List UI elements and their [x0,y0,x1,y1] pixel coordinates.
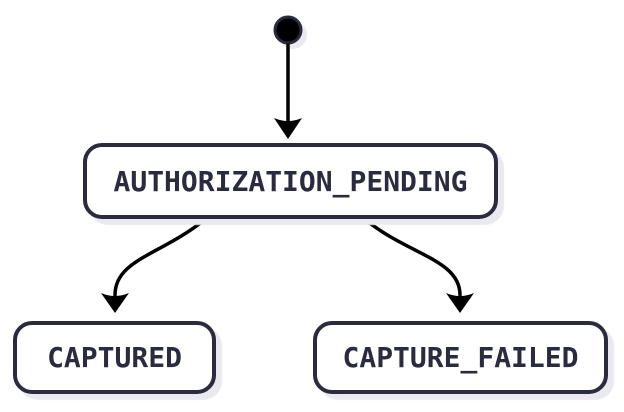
state-node-authorization-pending: AUTHORIZATION_PENDING [83,143,498,219]
arrowhead-icon [446,293,474,313]
arrowhead-icon [101,293,129,313]
state-node-captured: CAPTURED [13,321,216,394]
state-label-authorization-pending: AUTHORIZATION_PENDING [113,164,468,198]
arrowhead-icon [274,118,302,139]
state-label-capture-failed: CAPTURE_FAILED [342,341,579,374]
edge-authorization-pending-to-captured [113,219,205,297]
state-label-captured: CAPTURED [47,341,182,374]
initial-state-dot [273,15,303,45]
state-node-capture-failed: CAPTURE_FAILED [313,321,608,394]
edge-authorization-pending-to-capture-failed [365,219,462,297]
